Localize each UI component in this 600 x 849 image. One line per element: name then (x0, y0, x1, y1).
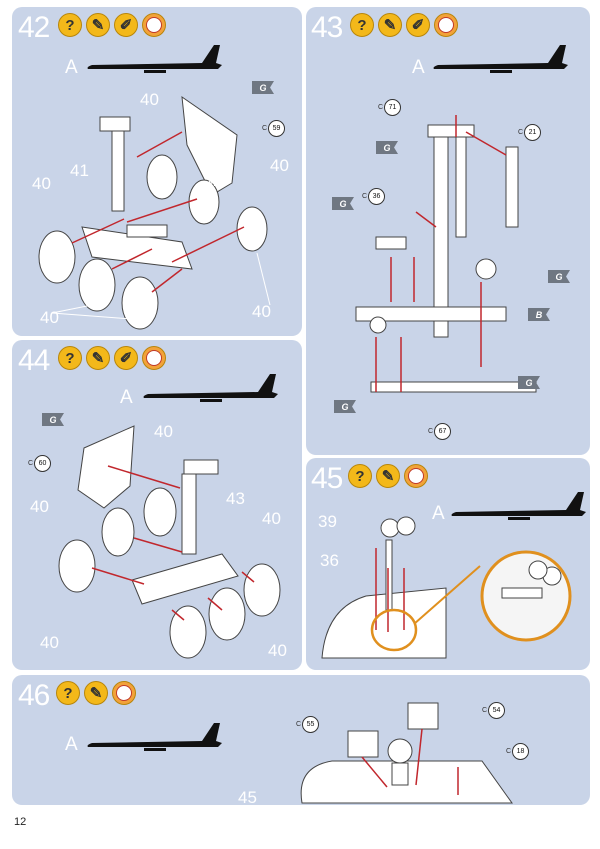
paint-icon: ✎ (86, 13, 110, 37)
callout-label: 45 (238, 788, 257, 805)
brush-icon: ✐ (114, 346, 138, 370)
step-icons: ? ✎ ✐ (350, 13, 458, 37)
brush-icon: ✐ (406, 13, 430, 37)
step-icons: ? ✎ (56, 681, 136, 705)
callout-label: 43 (226, 489, 245, 508)
callout-label: 40 (40, 633, 59, 652)
paint-icon: ✎ (376, 464, 400, 488)
callout-label: 40 (270, 156, 289, 175)
step-icons: ? ✎ (348, 464, 428, 488)
step-45-assembly-drawing (321, 516, 572, 659)
question-icon: ? (56, 681, 80, 705)
page-number: 12 (14, 816, 27, 828)
clock-icon (112, 681, 136, 705)
color-flag: G (332, 197, 354, 210)
view-label: A (432, 503, 445, 524)
question-icon: ? (348, 464, 372, 488)
brush-icon: ✐ (114, 13, 138, 37)
paint-icon: ✎ (84, 681, 108, 705)
step-43-panel: 43 ? ✎ ✐ A C (306, 7, 590, 455)
color-flag: G (376, 141, 398, 154)
question-icon: ? (58, 13, 82, 37)
step-46-assembly-drawing (300, 702, 513, 804)
step-42-assembly-drawing (38, 95, 271, 330)
step-number: 43 (311, 11, 343, 44)
callout-label: 36 (320, 551, 339, 570)
step-icons: ? ✎ ✐ (58, 346, 166, 370)
view-label: A (65, 57, 78, 78)
step-number: 42 (18, 11, 50, 44)
question-icon: ? (350, 13, 374, 37)
color-flag: G (42, 413, 64, 426)
view-label: A (65, 734, 78, 755)
step-45-panel: 45 ? ✎ A 39 36 (306, 458, 590, 670)
paint-icon: ✎ (86, 346, 110, 370)
view-label: A (412, 57, 425, 78)
step-43-assembly-drawing (355, 115, 537, 393)
color-flag: G (252, 81, 274, 94)
airplane-silhouette-icon (87, 723, 222, 751)
airplane-silhouette-icon (451, 492, 586, 520)
color-flag: B (528, 308, 550, 321)
paint-icon: ✎ (378, 13, 402, 37)
clock-icon (404, 464, 428, 488)
step-icons: ? ✎ ✐ (58, 13, 166, 37)
step-44-panel: 44 ? ✎ ✐ A 40 43 (12, 340, 302, 670)
clock-icon (142, 13, 166, 37)
color-flag: G (548, 270, 570, 283)
callout-label: 40 (140, 90, 159, 109)
callout-label: 40 (252, 302, 271, 321)
callout-label: 41 (70, 161, 89, 180)
color-flag: G (334, 400, 356, 413)
step-42-panel: 42 ? ✎ ✐ A (12, 7, 302, 336)
clock-icon (434, 13, 458, 37)
question-icon: ? (58, 346, 82, 370)
color-flag: G (518, 376, 540, 389)
callout-label: 40 (154, 422, 173, 441)
view-label: A (120, 387, 133, 408)
step-number: 45 (311, 462, 343, 495)
callout-label: 40 (32, 174, 51, 193)
step-44-assembly-drawing (58, 425, 281, 659)
callout-label: 40 (268, 641, 287, 660)
airplane-silhouette-icon (143, 374, 278, 402)
callout-label: 40 (30, 497, 49, 516)
callout-label: 40 (40, 308, 59, 327)
step-number: 46 (18, 679, 50, 712)
clock-icon (142, 346, 166, 370)
airplane-silhouette-icon (433, 45, 568, 73)
step-number: 44 (18, 344, 50, 377)
airplane-silhouette-icon (87, 45, 222, 73)
callout-label: 40 (262, 509, 281, 528)
callout-label: 40 (208, 171, 227, 190)
callout-label: 39 (318, 512, 337, 531)
